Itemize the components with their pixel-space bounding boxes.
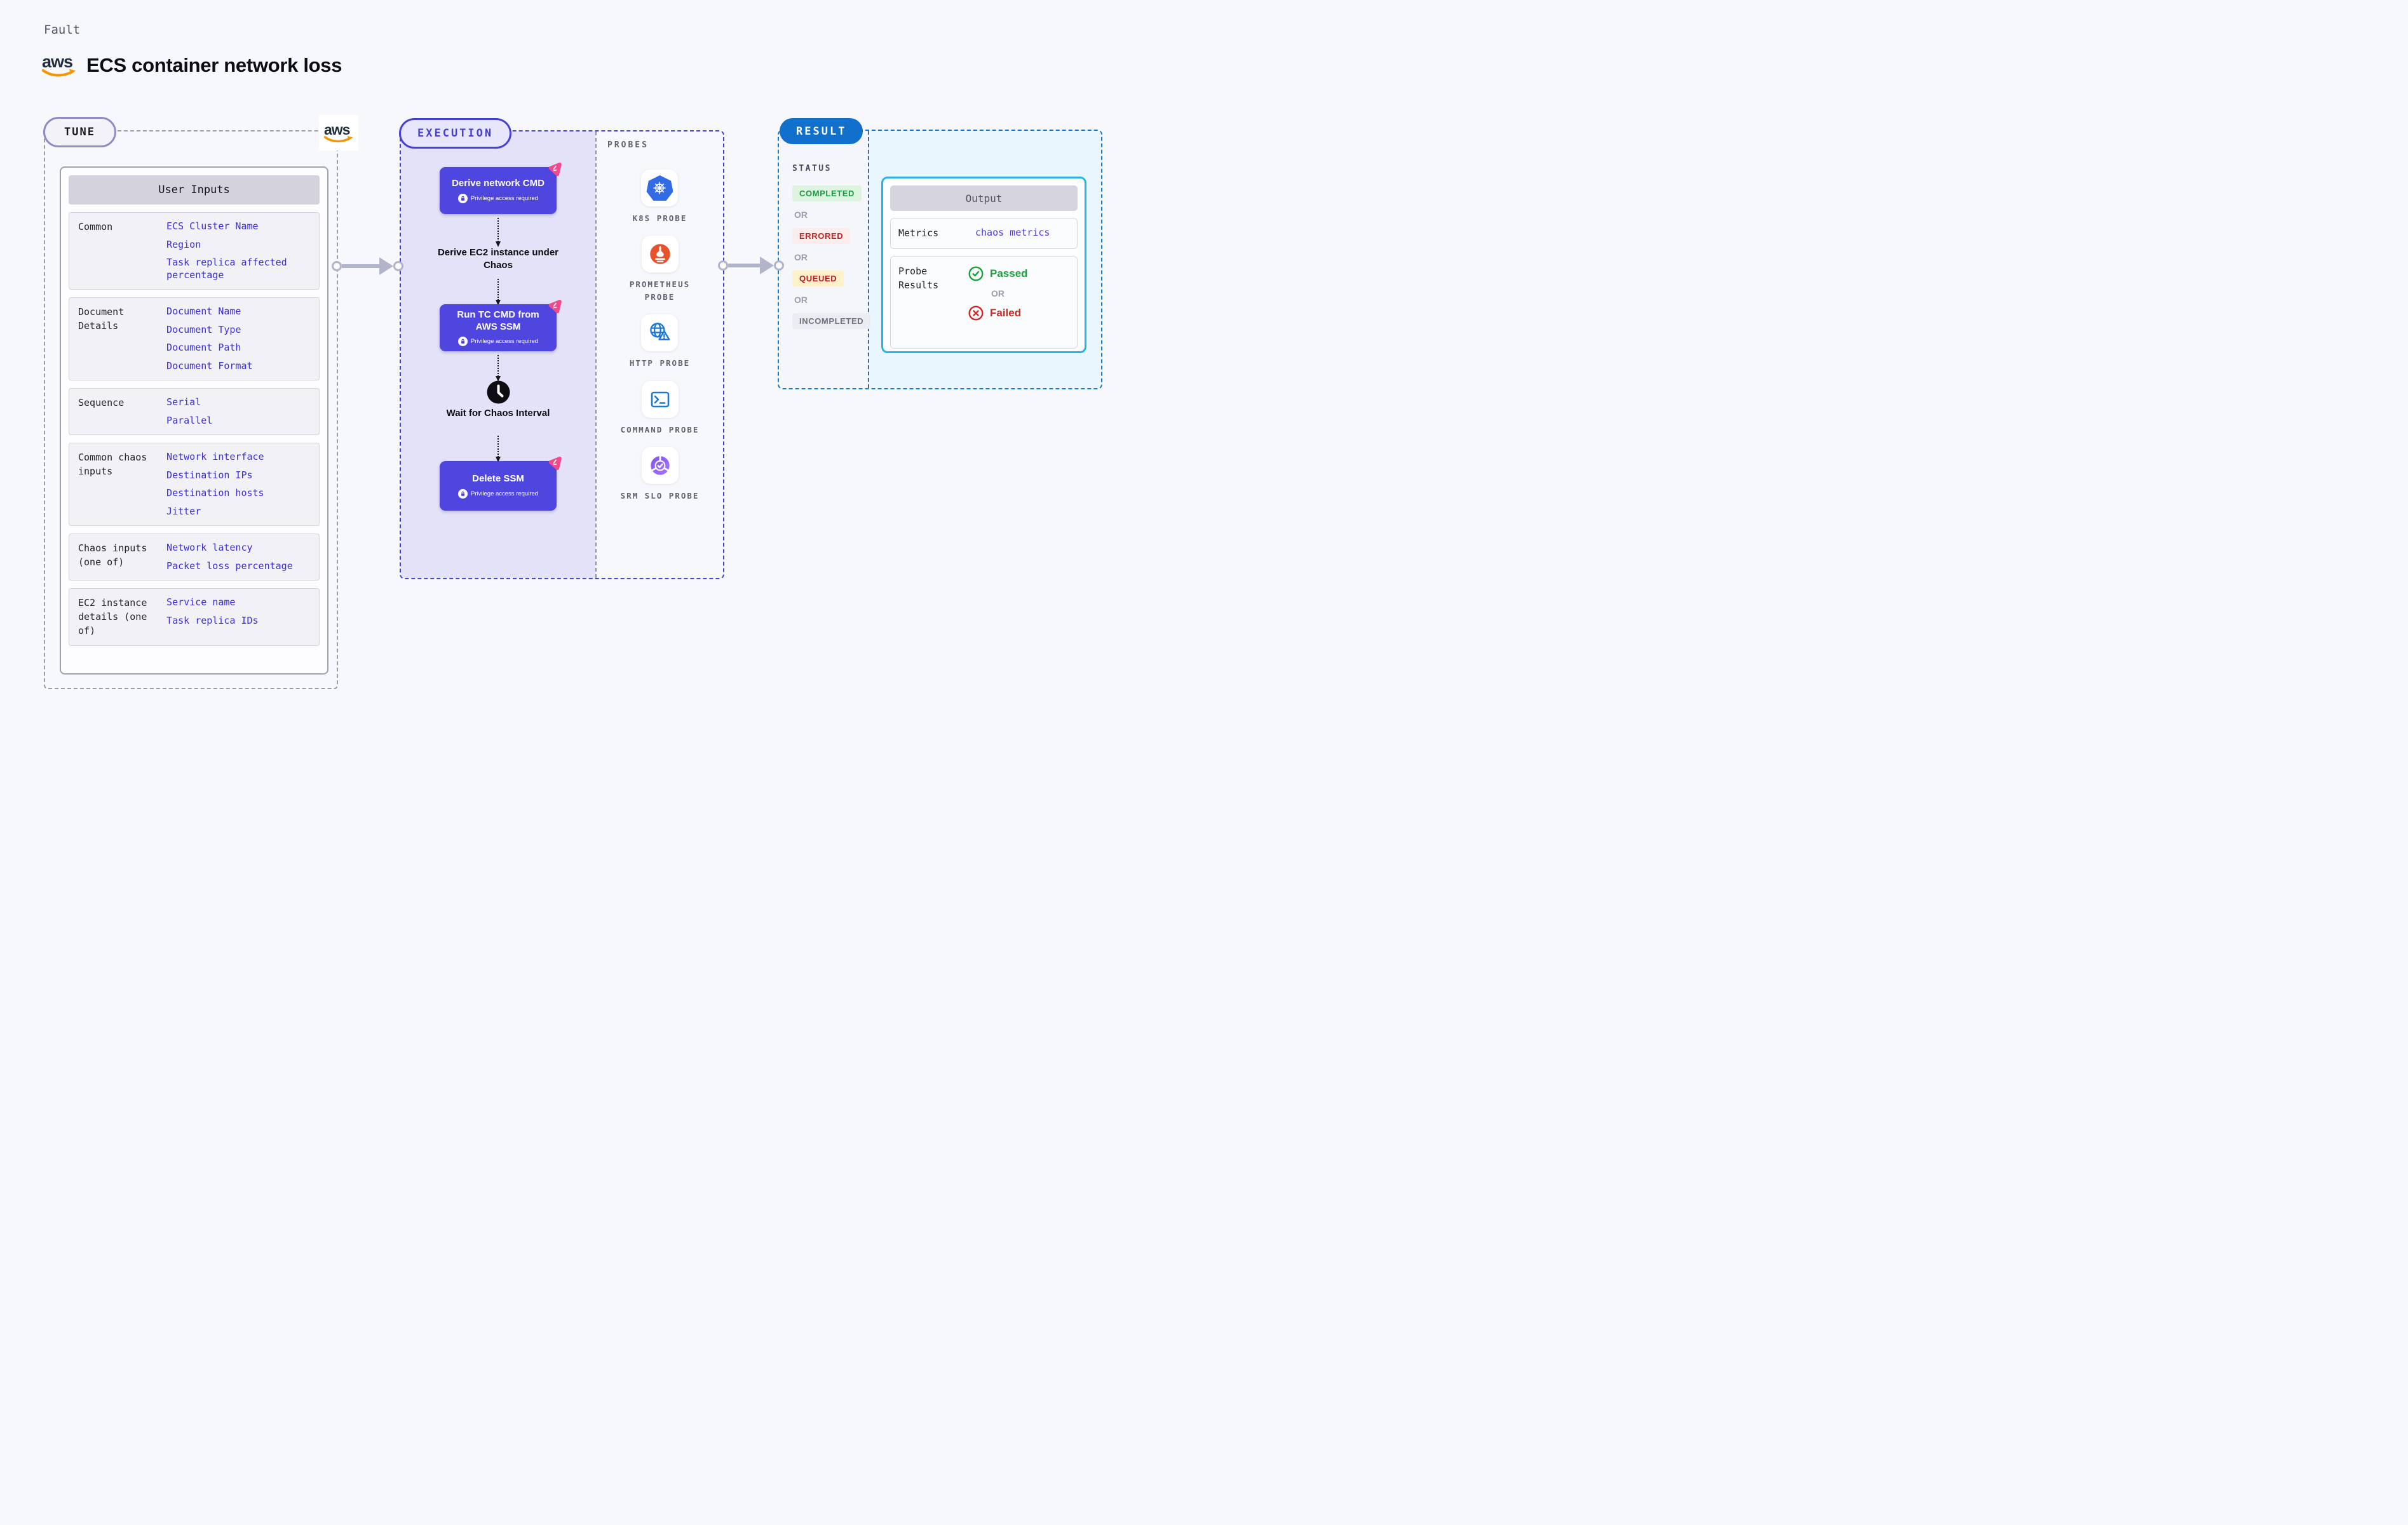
arrow-execution-to-result [718, 256, 784, 275]
execution-pill: EXECUTION [399, 118, 512, 149]
execution-flow-area: Derive network CMD Privilege access requ… [401, 131, 595, 578]
probe-http: HTTP PROBE [630, 314, 690, 369]
input-link[interactable]: Packet loss percentage [166, 560, 293, 572]
tune-pill: TUNE [43, 117, 116, 147]
metrics-row: Metrics chaos metrics [890, 218, 1078, 249]
status-badge-completed: COMPLETED [792, 185, 862, 201]
privilege-chip: Privilege access required [457, 337, 538, 347]
prometheus-icon [649, 244, 670, 265]
failed-line: Failed [968, 305, 1028, 321]
input-link[interactable]: Document Format [166, 359, 253, 372]
or-label: OR [794, 295, 808, 305]
status-label: STATUS [792, 164, 832, 173]
probe-results-row: Probe Results Passed OR [890, 255, 1078, 349]
input-link[interactable]: Region [166, 238, 201, 250]
table-row: Common chaos inputs Network interface De… [69, 443, 320, 526]
input-link[interactable]: Serial [166, 396, 201, 408]
x-circle-icon [968, 306, 984, 320]
terminal-icon [651, 391, 669, 407]
table-row: EC2 instance details (one of) Service na… [69, 588, 320, 647]
probe-srm-slo: SRM SLO PROBE [621, 447, 700, 502]
input-link[interactable]: Destination IPs [166, 469, 253, 481]
input-link[interactable]: Service name [166, 596, 236, 608]
lock-icon [457, 193, 468, 203]
lock-icon [457, 488, 468, 499]
result-section: RESULT STATUS COMPLETED OR ERRORED OR QU… [778, 118, 1102, 389]
chaos-icon [546, 455, 563, 471]
diagram-canvas: Fault aws ECS container network loss TUN… [0, 0, 1204, 762]
derive-ec2-text: Derive EC2 instance under Chaos [437, 247, 559, 271]
chaos-icon [546, 161, 563, 177]
input-link[interactable]: Jitter [166, 505, 201, 517]
lock-icon [457, 337, 468, 347]
input-link[interactable]: Task replica IDs [166, 614, 259, 626]
input-link[interactable]: Destination hosts [166, 487, 264, 499]
check-circle-icon [968, 266, 984, 281]
probes-panel: PROBES [595, 131, 723, 578]
result-pill: RESULT [780, 118, 863, 144]
or-label: OR [794, 252, 808, 262]
table-row: Common ECS Cluster Name Region Task repl… [69, 212, 320, 290]
execution-section: Derive network CMD Privilege access requ… [399, 118, 724, 579]
slo-check-icon [650, 455, 670, 475]
aws-logo-icon: aws [324, 123, 353, 143]
clock-icon [487, 380, 510, 404]
flow-arrow [495, 355, 501, 382]
table-row: Chaos inputs (one of) Network latency Pa… [69, 534, 320, 581]
fault-kind-label: Fault [44, 23, 81, 37]
or-label: OR [991, 288, 1004, 299]
page-header: aws ECS container network loss [42, 53, 342, 77]
wait-interval-text: Wait for Chaos Interval [446, 408, 550, 419]
table-header: User Inputs [69, 175, 320, 205]
kubernetes-icon [646, 175, 673, 201]
input-link[interactable]: ECS Cluster Name [166, 220, 259, 232]
input-link[interactable]: Task replica affected percentage [166, 257, 287, 281]
step-delete-ssm: Delete SSM Privilege access required [440, 457, 562, 511]
table-row: Sequence Serial Parallel [69, 388, 320, 435]
status-badge-errored: ERRORED [792, 228, 851, 244]
chaos-icon [546, 298, 563, 314]
tune-section: TUNE aws User Inputs Common ECS Cluster … [43, 115, 358, 689]
probe-prometheus: PROMETHEUS PROBE [612, 236, 708, 303]
input-link[interactable]: Document Type [166, 323, 241, 335]
step-derive-network-cmd: Derive network CMD Privilege access requ… [440, 163, 562, 214]
status-list: COMPLETED OR ERRORED OR QUEUED OR INCOMP… [792, 185, 871, 329]
result-divider [868, 131, 869, 388]
globe-warning-icon [650, 323, 670, 340]
aws-logo-icon: aws [42, 53, 76, 77]
flow-arrow [495, 279, 501, 306]
table-row: Document Details Document Name Document … [69, 297, 320, 380]
flow-arrow [495, 218, 501, 247]
probe-command: COMMAND PROBE [621, 380, 700, 436]
probe-k8s: K8S PROBE [633, 170, 687, 224]
privilege-chip: Privilege access required [457, 193, 538, 203]
output-card: Output Metrics chaos metrics Probe Resul… [881, 177, 1086, 353]
status-badge-incompleted: INCOMPLETED [792, 313, 871, 329]
page-title: ECS container network loss [86, 53, 342, 76]
input-link[interactable]: Network latency [166, 542, 253, 553]
input-link[interactable]: Document Name [166, 306, 241, 317]
step-run-tc-cmd: Run TC CMD from AWS SSM Privilege access… [440, 300, 562, 351]
user-inputs-table: User Inputs Common ECS Cluster Name Regi… [60, 166, 328, 675]
passed-line: Passed [968, 265, 1028, 282]
or-label: OR [794, 210, 808, 220]
chaos-metrics-link[interactable]: chaos metrics [975, 227, 1050, 238]
input-link[interactable]: Network interface [166, 451, 264, 462]
probes-label: PROBES [607, 140, 649, 150]
aws-corner-logo: aws [319, 115, 358, 151]
flow-arrow [495, 436, 501, 462]
input-link[interactable]: Parallel [166, 414, 213, 426]
privilege-chip: Privilege access required [457, 488, 538, 499]
input-link[interactable]: Document Path [166, 342, 241, 353]
output-header: Output [890, 185, 1078, 211]
arrow-tune-to-execution [332, 257, 403, 276]
status-badge-queued: QUEUED [792, 271, 844, 286]
